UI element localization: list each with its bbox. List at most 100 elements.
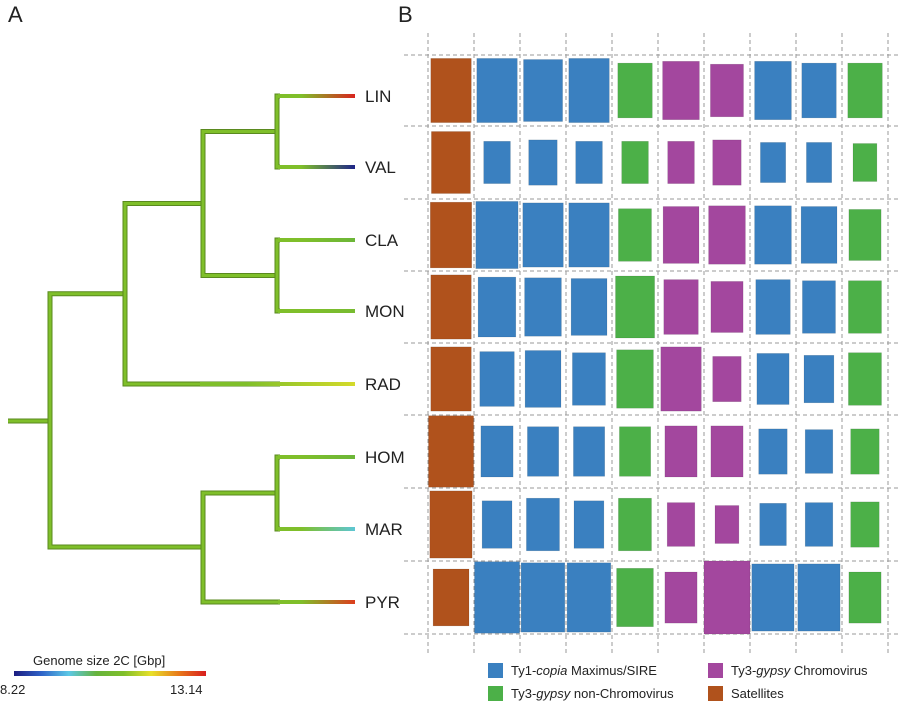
tip-branch-cla xyxy=(278,238,355,242)
cell-hom-col6 xyxy=(710,425,744,478)
cell-rad-col3 xyxy=(572,352,606,406)
cell-cla-col9 xyxy=(848,209,882,261)
tree-node-lin-val-fill xyxy=(275,94,280,169)
taxon-label-val: VAL xyxy=(365,158,396,177)
taxon-label-hom: HOM xyxy=(365,448,405,467)
tip-branch-hom xyxy=(278,455,355,459)
cell-pyr-col6 xyxy=(703,560,751,635)
cell-pyr-col0 xyxy=(432,568,470,627)
cell-rad-col0 xyxy=(430,346,472,412)
cell-rad-col2 xyxy=(524,350,562,408)
cell-mar-col5 xyxy=(666,502,696,547)
heatmap-grid xyxy=(404,33,898,655)
cell-lin-col8 xyxy=(801,62,837,119)
cell-hom-col0 xyxy=(428,415,474,488)
cell-lin-col6 xyxy=(710,63,744,118)
tree-node-3 xyxy=(200,129,277,278)
legend-swatch-1 xyxy=(708,663,723,678)
cell-hom-col7 xyxy=(758,428,788,475)
cell-pyr-col2 xyxy=(520,562,566,633)
cell-val-col4 xyxy=(621,141,649,184)
tree-lower-node-fill xyxy=(201,491,280,604)
cell-mar-col8 xyxy=(804,502,834,547)
taxon-label-cla: CLA xyxy=(365,231,399,250)
heatmap-cells xyxy=(428,58,883,635)
cell-lin-col5 xyxy=(662,60,700,121)
panel-b-label: B xyxy=(398,2,413,27)
cell-pyr-col4 xyxy=(616,567,654,627)
cell-val-col6 xyxy=(712,139,742,186)
colorbar-gradient xyxy=(14,671,206,676)
cell-rad-col4 xyxy=(616,349,654,409)
cell-lin-col3 xyxy=(568,58,610,123)
cell-mon-col3 xyxy=(570,278,608,336)
cell-hom-col5 xyxy=(664,425,698,478)
cell-mon-col9 xyxy=(848,280,882,334)
tip-branch-rad xyxy=(200,382,355,386)
cell-rad-col6 xyxy=(712,356,742,402)
cell-rad-col5 xyxy=(660,346,702,412)
cell-pyr-col3 xyxy=(566,562,612,633)
tip-branch-pyr xyxy=(278,600,355,604)
cell-mon-col1 xyxy=(477,276,517,338)
cell-cla-col6 xyxy=(708,205,746,265)
cell-mon-col8 xyxy=(802,280,836,334)
cell-mar-col2 xyxy=(526,497,560,552)
cell-val-col7 xyxy=(760,142,787,183)
tree-root-node-fill xyxy=(48,292,203,549)
cell-hom-col8 xyxy=(804,429,834,474)
cell-mon-col4 xyxy=(615,275,655,339)
tree-lower-node xyxy=(200,490,280,605)
cell-lin-col1 xyxy=(476,58,518,123)
genome-size-colorbar: Genome size 2C [Gbp] 8.22 13.14 xyxy=(0,653,206,697)
cell-pyr-col1 xyxy=(474,561,520,634)
taxon-label-pyr: PYR xyxy=(365,593,400,612)
tip-branch-val xyxy=(278,165,355,169)
cell-lin-col4 xyxy=(617,62,653,119)
tree-node-cla-mon-fill xyxy=(275,238,280,313)
cell-val-col9 xyxy=(852,143,878,182)
cell-lin-col9 xyxy=(847,62,883,119)
cell-hom-col2 xyxy=(527,426,560,477)
cell-val-col2 xyxy=(528,139,558,186)
cell-pyr-col8 xyxy=(797,563,841,632)
colorbar-title: Genome size 2C [Gbp] xyxy=(33,653,165,668)
cell-hom-col9 xyxy=(850,428,880,475)
cell-cla-col1 xyxy=(475,201,519,269)
cell-mar-col7 xyxy=(759,502,787,546)
cell-val-col0 xyxy=(431,131,471,194)
cell-mon-col5 xyxy=(663,279,699,335)
cell-cla-col8 xyxy=(800,206,838,264)
cell-mon-col6 xyxy=(710,281,744,333)
cell-mar-col0 xyxy=(429,490,473,559)
cell-hom-col1 xyxy=(480,425,514,478)
cell-pyr-col5 xyxy=(664,571,698,624)
cell-mar-col9 xyxy=(850,501,880,548)
cell-val-col1 xyxy=(483,141,511,184)
cell-mon-col2 xyxy=(524,277,562,337)
legend-swatch-2 xyxy=(488,686,503,701)
cell-lin-col0 xyxy=(430,58,472,123)
cell-cla-col5 xyxy=(662,206,700,264)
cell-cla-col7 xyxy=(754,205,792,265)
legend-swatch-3 xyxy=(708,686,723,701)
cell-val-col8 xyxy=(806,142,833,183)
legend-label-2: Ty3-gypsy non-Chromovirus xyxy=(511,686,674,701)
cell-lin-col2 xyxy=(523,59,563,122)
tip-branch-lin xyxy=(278,94,355,98)
cell-val-col3 xyxy=(575,141,603,184)
cell-hom-col3 xyxy=(573,426,606,477)
tip-branch-mon xyxy=(278,309,355,313)
taxon-label-mon: MON xyxy=(365,302,405,321)
legend-label-3: Satellites xyxy=(731,686,784,701)
colorbar-min-label: 8.22 xyxy=(0,682,25,697)
cell-cla-col3 xyxy=(568,202,610,268)
cell-rad-col9 xyxy=(848,352,882,406)
cell-cla-col0 xyxy=(429,201,472,269)
colorbar-max-label: 13.14 xyxy=(170,682,203,697)
legend-label-0: Ty1-copia Maximus/SIRE xyxy=(511,663,657,678)
cell-cla-col4 xyxy=(618,208,652,262)
